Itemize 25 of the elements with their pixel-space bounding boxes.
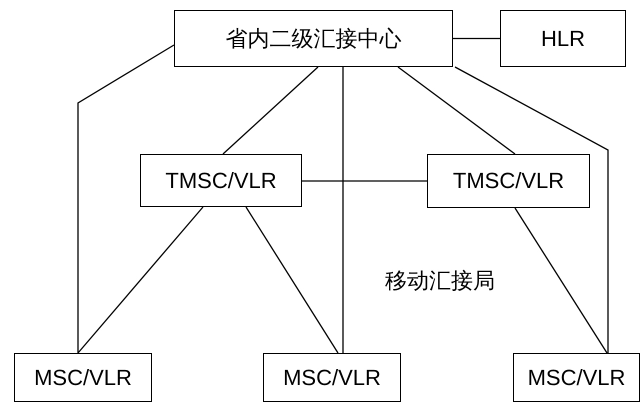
node-label: TMSC/VLR <box>165 168 277 194</box>
connector-line <box>453 38 500 40</box>
connector-line <box>454 66 609 353</box>
connector-line <box>78 206 204 354</box>
node-box <box>14 353 152 402</box>
connector-line <box>245 206 339 354</box>
node-box <box>174 10 453 67</box>
node-box <box>513 353 640 402</box>
connector-line <box>77 44 174 353</box>
node-label: MSC/VLR <box>34 364 132 390</box>
node-box <box>500 10 626 67</box>
connector-line <box>398 66 516 155</box>
connector-line <box>222 66 318 154</box>
node-box <box>427 154 590 208</box>
region-label: 移动汇接局 <box>385 267 495 295</box>
node-label: MSC/VLR <box>283 364 381 390</box>
node-label: HLR <box>540 26 585 52</box>
connector-line <box>302 180 427 182</box>
node-label: MSC/VLR <box>528 364 626 390</box>
node-box <box>140 154 302 207</box>
node-box <box>263 353 401 402</box>
connector-line <box>514 208 608 354</box>
connector-line <box>342 67 344 353</box>
node-label: 省内二级汇接中心 <box>226 24 402 52</box>
node-label: TMSC/VLR <box>452 168 564 194</box>
